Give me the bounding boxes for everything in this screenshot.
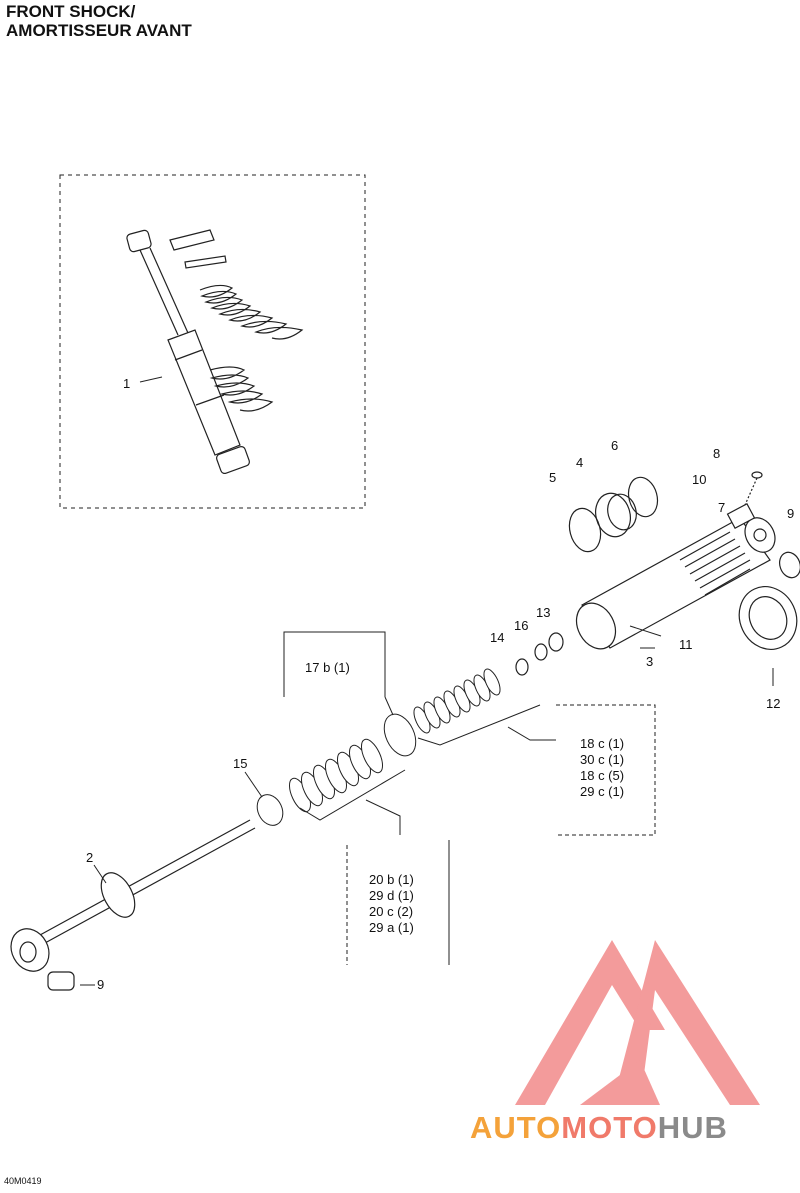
callout-13: 13: [536, 605, 551, 620]
box-20-line-2: 29 d (1): [369, 888, 414, 903]
watermark-logo-text: AUTOMOTOHUB: [470, 1110, 728, 1146]
page-title: FRONT SHOCK/ AMORTISSEUR AVANT: [6, 2, 192, 40]
seal-rings: [568, 476, 659, 553]
callout-11: 11: [679, 637, 693, 652]
small-washers: [515, 632, 564, 676]
box-18-line-4: 29 c (1): [580, 784, 625, 799]
leader-lines: [80, 625, 774, 986]
box-18-list: 18 c (1) 30 c (1) 18 c (5) 29 c (1): [580, 736, 624, 800]
callout-10: 10: [692, 472, 707, 487]
box-18-line-2: 30 c (1): [580, 752, 625, 767]
callout-15: 15: [233, 756, 248, 771]
callout-9-bottom: 9: [97, 977, 105, 992]
title-line-1: FRONT SHOCK/: [6, 2, 136, 21]
box-20-line-4: 29 a (1): [369, 920, 414, 935]
callout-2: 2: [86, 850, 94, 865]
upper-spring-stack: [383, 668, 501, 757]
box-20-list: 20 b (1) 29 d (1) 20 c (2) 29 a (1): [369, 872, 414, 936]
callout-4: 4: [576, 455, 584, 470]
callout-16: 16: [514, 618, 529, 633]
callout-7: 7: [718, 500, 726, 515]
watermark-logo-graphic: [515, 940, 760, 1105]
box-18-outline: [556, 704, 656, 836]
watermark-part-1: AUTO: [470, 1110, 562, 1145]
callout-6: 6: [611, 438, 619, 453]
callout-14: 14: [490, 630, 505, 645]
callout-5: 5: [549, 470, 557, 485]
callout-9-top: 9: [787, 506, 795, 521]
assembled-shock: [126, 229, 304, 475]
box-17-outline: [283, 631, 386, 697]
shock-body: [575, 502, 776, 650]
leader-1: [139, 376, 163, 383]
callout-12: 12: [766, 696, 781, 711]
lower-spring-stack: [256, 738, 384, 826]
watermark-part-2: MOTO: [561, 1110, 658, 1145]
hardware-top-right: [738, 471, 800, 650]
box-18-line-1: 18 c (1): [580, 736, 625, 751]
callout-1: 1: [123, 376, 131, 391]
callout-8: 8: [713, 446, 721, 461]
box-17-line-1: 17 b (1): [305, 660, 350, 675]
assembly-dashed-box: [59, 174, 366, 509]
box-20-line-1: 20 b (1): [369, 872, 414, 887]
box-20-line-3: 20 c (2): [369, 904, 414, 919]
shaft-assembly: [10, 819, 256, 991]
box-18-line-3: 18 c (5): [580, 768, 625, 783]
title-line-2: AMORTISSEUR AVANT: [6, 21, 192, 40]
watermark-part-3: HUB: [657, 1110, 728, 1145]
callout-3: 3: [646, 654, 654, 669]
drawing-code: 40M0419: [4, 1176, 42, 1186]
